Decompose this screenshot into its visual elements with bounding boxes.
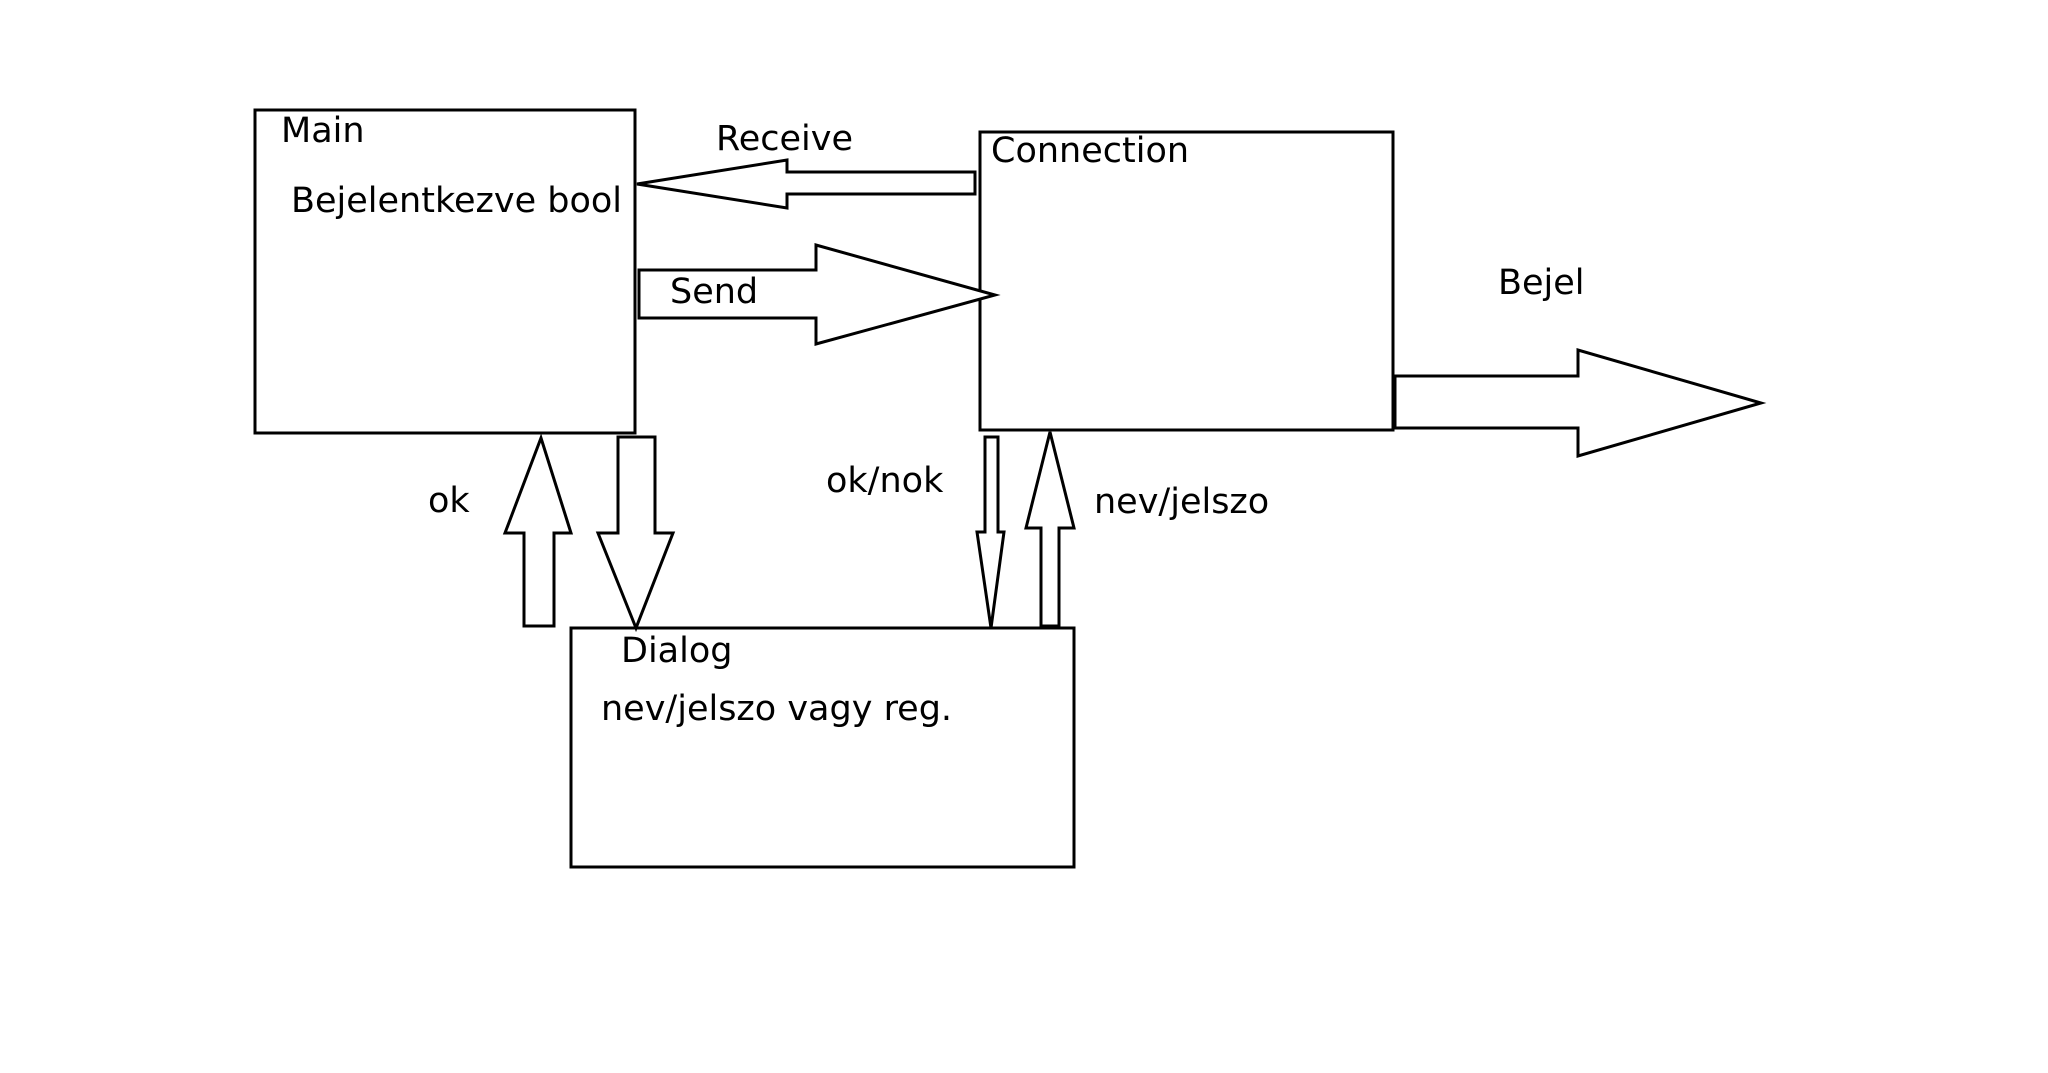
main-to-dialog-arrow-icon: [595, 435, 676, 633]
bejel-arrow-icon: [1393, 348, 1767, 458]
nev-jelszo-arrow-icon: [1024, 431, 1076, 628]
edge-nev-jelszo: nev/jelszo: [1024, 431, 1269, 628]
edge-ok-nok: ok/nok: [826, 435, 1006, 629]
main-detail: Bejelentkezve bool: [291, 181, 622, 221]
dialog-detail: nev/jelszo vagy reg.: [601, 689, 952, 729]
edge-send: Send: [637, 243, 1001, 346]
send-arrow-icon: [637, 243, 1001, 346]
dialog-title: Dialog: [621, 631, 732, 671]
edge-main-to-dialog: [595, 435, 676, 633]
edge-receive: Receive: [636, 119, 977, 210]
dialog-box: [569, 626, 1076, 869]
main-title: Main: [281, 111, 365, 151]
connection-box: [978, 130, 1395, 432]
main-node: Main Bejelentkezve bool: [253, 108, 637, 435]
ok-label: ok: [428, 481, 470, 521]
dialog-node: Dialog nev/jelszo vagy reg.: [569, 626, 1076, 869]
main-box: [253, 108, 637, 435]
ok-nok-label: ok/nok: [826, 461, 944, 501]
connection-title: Connection: [991, 131, 1189, 171]
receive-arrow-icon: [636, 158, 977, 210]
ok-arrow-icon: [502, 433, 574, 628]
connection-node: Connection: [978, 130, 1395, 432]
nev-jelszo-label: nev/jelszo: [1094, 482, 1269, 522]
send-label: Send: [670, 272, 758, 312]
bejel-label: Bejel: [1498, 263, 1585, 303]
receive-label: Receive: [716, 119, 853, 159]
edge-ok: ok: [428, 433, 574, 628]
edge-bejel: Bejel: [1393, 263, 1767, 458]
ok-nok-arrow-icon: [975, 435, 1006, 629]
